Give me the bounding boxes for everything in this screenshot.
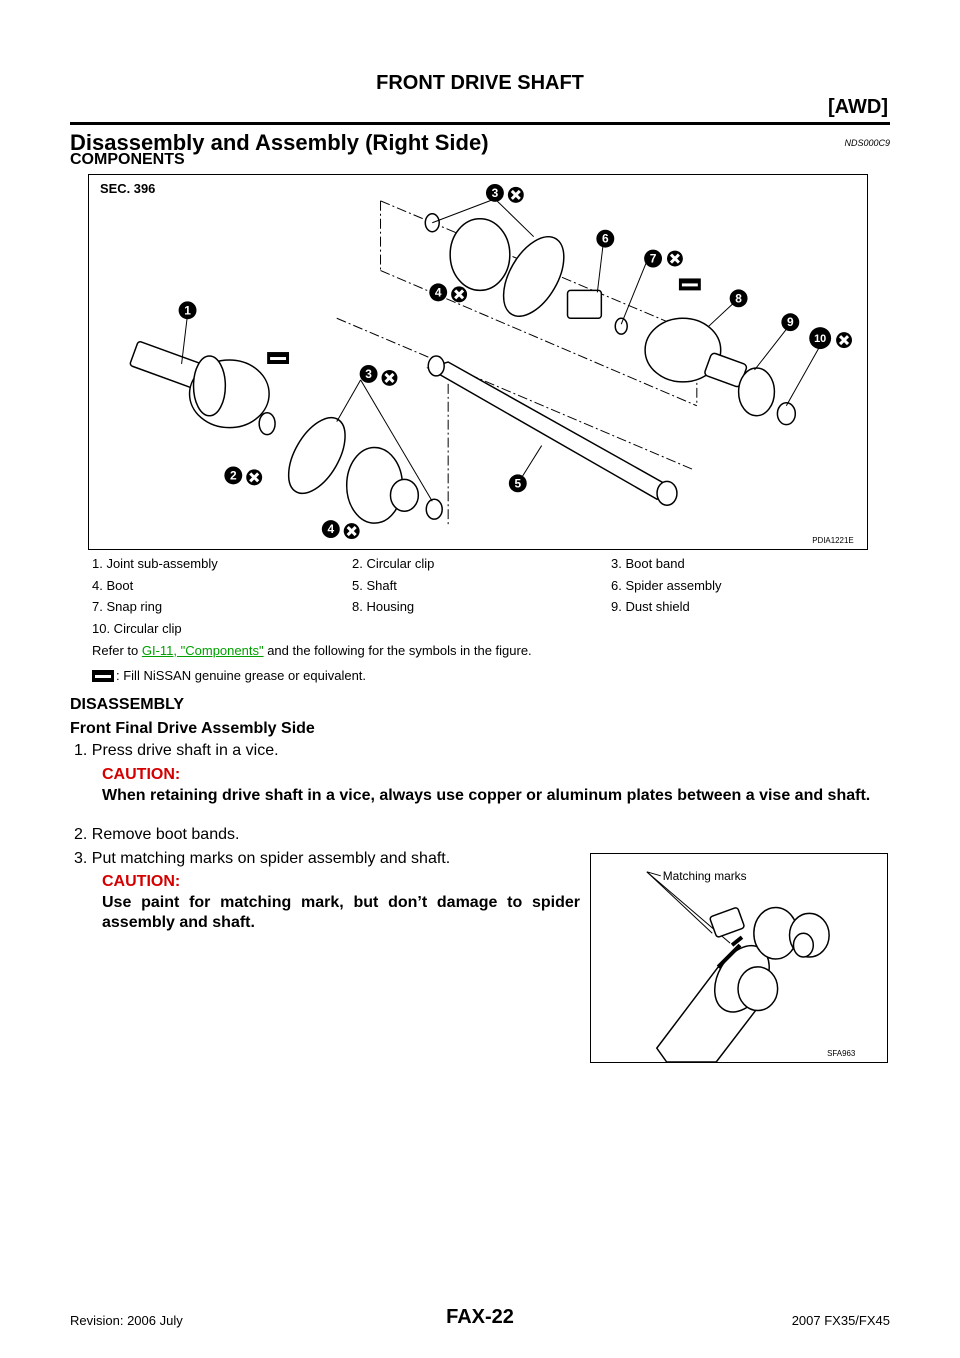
components-diagram: SEC. 396 PDIA1221E (100, 181, 854, 545)
figure-code: SFA963 (827, 1049, 856, 1058)
do-not-reuse-icon (381, 369, 398, 386)
section-subtitle: COMPONENTS (70, 151, 185, 168)
callout-2: 2 (224, 466, 243, 485)
legend-item: 6. Spider assembly (611, 577, 722, 593)
svg-text:7: 7 (650, 252, 657, 266)
legend-row: 7. Snap ring 8. Housing 9. Dust shield (92, 599, 872, 621)
footer-model: 2007 FX35/FX45 (791, 1313, 890, 1328)
disassembly-heading: DISASSEMBLY (70, 696, 185, 713)
grease-symbol-icon (267, 278, 701, 364)
step-1: 1. Press drive shaft in a vice. (74, 742, 279, 759)
step-2: 2. Remove boot bands. (74, 826, 240, 843)
callout-4-lower: 4 (321, 520, 340, 539)
callout-10: 10 (809, 327, 832, 350)
svg-text:8: 8 (735, 291, 742, 305)
matching-marks-diagram: Matching marks SFA963 (646, 869, 856, 1062)
svg-text:9: 9 (787, 315, 794, 329)
legend-item: 5. Shaft (352, 577, 397, 593)
page-header-subtitle: [AWD] (828, 96, 888, 118)
svg-text:1: 1 (184, 303, 191, 317)
callout-3-lower: 3 (359, 364, 378, 383)
gi-11-components-link[interactable]: GI-11, "Components" (141, 643, 264, 658)
section-title: Disassembly and Assembly (Right Side) (70, 130, 489, 155)
matching-marks-label: Matching marks (663, 869, 747, 883)
do-not-reuse-icon (451, 286, 468, 303)
legend-row: 1. Joint sub-assembly 2. Circular clip 3… (92, 556, 872, 578)
callout-8: 8 (729, 289, 748, 308)
svg-text:4: 4 (435, 285, 442, 299)
header-divider (70, 122, 890, 125)
svg-text:4: 4 (327, 522, 334, 536)
section-code: NDS000C9 (844, 138, 890, 148)
figure-code: PDIA1221E (812, 536, 853, 545)
legend-item: 2. Circular clip (352, 556, 435, 571)
legend-row: 4. Boot 5. Shaft 6. Spider assembly (92, 578, 872, 600)
caution-text: When retaining drive shaft in a vice, al… (102, 787, 871, 804)
refer-prefix: Refer to (92, 643, 142, 658)
callout-6: 6 (596, 229, 615, 248)
refer-note: Refer to GI-11, "Components" and the fol… (92, 643, 532, 658)
do-not-reuse-icon (246, 469, 263, 486)
svg-text:10: 10 (814, 333, 826, 345)
sec-label: SEC. 396 (100, 181, 155, 196)
caution-label: CAUTION: (102, 873, 181, 890)
disassembly-subheading: Front Final Drive Assembly Side (70, 720, 315, 737)
refer-suffix: and the following for the symbols in the… (263, 643, 532, 658)
callout-3-upper: 3 (485, 183, 504, 202)
page-header-title: FRONT DRIVE SHAFT (376, 72, 584, 94)
components-legend: 1. Joint sub-assembly 2. Circular clip 3… (92, 556, 872, 642)
legend-item: 1. Joint sub-assembly (92, 556, 218, 571)
caution-label: CAUTION: (102, 766, 181, 783)
legend-item: 7. Snap ring (92, 599, 163, 614)
legend-item: 10. Circular clip (92, 620, 182, 636)
footer-revision: Revision: 2006 July (70, 1313, 183, 1328)
svg-text:2: 2 (230, 468, 237, 482)
grease-symbol-icon (92, 669, 114, 682)
components-figure: SEC. 396 PDIA1221E (88, 174, 868, 550)
svg-text:5: 5 (514, 476, 521, 490)
callout-1: 1 (178, 301, 197, 320)
do-not-reuse-icon (343, 523, 360, 540)
grease-note-text: : Fill NiSSAN genuine grease or equivale… (116, 668, 367, 683)
callout-9: 9 (781, 313, 800, 332)
svg-text:3: 3 (365, 367, 372, 381)
legend-item: 4. Boot (92, 577, 134, 593)
legend-item: 9. Dust shield (611, 599, 690, 614)
svg-text:3: 3 (492, 186, 499, 200)
callout-5: 5 (508, 474, 527, 493)
svg-text:6: 6 (602, 232, 609, 246)
do-not-reuse-icon (836, 332, 852, 349)
grease-note: : Fill NiSSAN genuine grease or equivale… (92, 668, 366, 683)
step-3: 3. Put matching marks on spider assembly… (74, 850, 451, 867)
legend-row: 10. Circular clip (92, 621, 872, 643)
caution-text: Use paint for matching mark, but don’t d… (102, 894, 580, 931)
do-not-reuse-icon (666, 250, 683, 267)
matching-marks-figure: Matching marks SFA963 (590, 853, 888, 1063)
callout-4-upper: 4 (429, 283, 448, 302)
legend-item: 3. Boot band (611, 556, 685, 571)
do-not-reuse-icons (246, 186, 852, 540)
do-not-reuse-icon (507, 186, 524, 203)
callout-7: 7 (644, 249, 663, 268)
legend-item: 8. Housing (352, 599, 415, 614)
page-number: FAX-22 (446, 1306, 514, 1328)
